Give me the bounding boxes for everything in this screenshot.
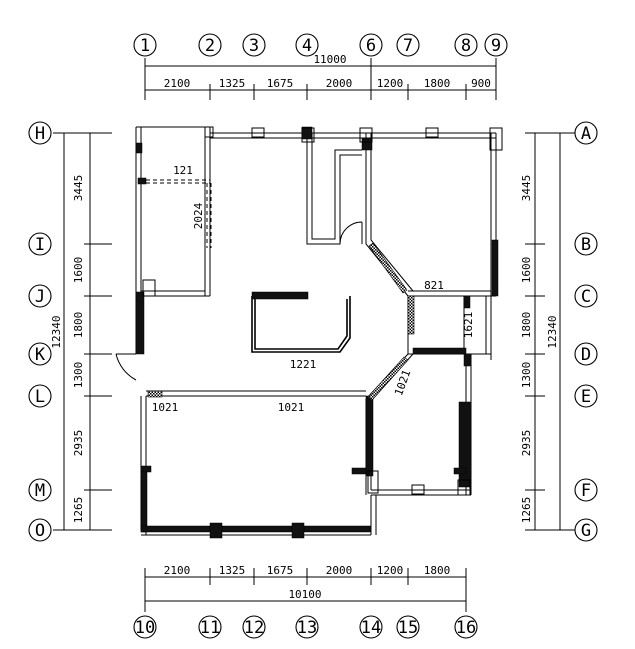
bottom-total-dimension: 10100 — [288, 588, 321, 601]
axis-bubble-label: B — [581, 235, 591, 255]
bottom-dim-label: 1200 — [377, 564, 404, 577]
opening-label: 2024 — [192, 202, 205, 229]
opening-label: 1021 — [278, 401, 305, 414]
right-dim-label: 1800 — [520, 312, 533, 339]
bottom-dim-label: 2100 — [164, 564, 191, 577]
door-swings — [115, 221, 363, 381]
axis-bubble-label: 10 — [135, 618, 155, 638]
opening-label: 121 — [173, 164, 193, 177]
window-markers — [142, 126, 503, 496]
left-dim-label: 1800 — [72, 312, 85, 339]
axis-bubble-label: L — [35, 387, 45, 407]
opening-label: 1221 — [290, 358, 317, 371]
left-dim-label: 1600 — [72, 257, 85, 284]
dashed-openings — [146, 179, 366, 397]
axis-bubble-label: H — [35, 124, 45, 144]
top-dimension-chain: 11000 2100 1325 1675 2000 1200 1800 900 — [144, 53, 497, 100]
bottom-axis-ticks — [144, 568, 467, 612]
axis-bubble-label: 1 — [140, 36, 150, 56]
hatched-walls — [147, 242, 415, 401]
right-axis-bubbles: A B C D E F G — [574, 121, 598, 542]
bottom-dim-label: 2000 — [326, 564, 353, 577]
axis-bubble-label: 4 — [302, 36, 312, 56]
right-dim-label: 1300 — [520, 362, 533, 389]
axis-bubble-label: 6 — [366, 36, 376, 56]
top-axis-bubbles: 1 2 3 4 6 7 8 9 — [133, 33, 508, 57]
right-dim-label: 3445 — [520, 175, 533, 202]
top-total-dimension: 11000 — [313, 53, 346, 66]
bottom-dimension-chain: 2100 1325 1675 2000 1200 1800 10100 — [144, 564, 467, 612]
top-axis-ticks — [144, 58, 497, 100]
axis-bubble-label: 8 — [461, 36, 471, 56]
right-dim-label: 1265 — [520, 497, 533, 524]
axis-bubble-label: 2 — [205, 36, 215, 56]
axis-bubble-label: 14 — [361, 618, 381, 638]
axis-bubble-label: 9 — [491, 36, 501, 56]
wall-outline — [135, 126, 497, 536]
top-dim-label: 1200 — [377, 77, 404, 90]
top-dim-label: 2000 — [326, 77, 353, 90]
left-total-dimension: 12340 — [50, 315, 63, 348]
axis-bubble-label: C — [581, 287, 591, 307]
room-labels: 121 2024 1221 821 1621 1021 1021 1021 — [152, 164, 475, 414]
bottom-dim-label: 1325 — [219, 564, 246, 577]
axis-bubble-label: J — [35, 287, 45, 307]
right-dimension-chain: 3445 1600 1800 1300 2935 1265 12340 — [520, 132, 575, 531]
left-dim-label: 3445 — [72, 175, 85, 202]
axis-bubble-label: 13 — [297, 618, 317, 638]
opening-label: 821 — [424, 279, 444, 292]
axis-bubble-label: 15 — [398, 618, 418, 638]
top-dim-label: 1675 — [267, 77, 294, 90]
left-axis-ticks — [53, 132, 112, 531]
left-dim-label: 1300 — [72, 362, 85, 389]
axis-bubble-label: 12 — [244, 618, 264, 638]
right-axis-ticks — [525, 132, 575, 531]
axis-bubble-label: M — [35, 481, 45, 501]
left-axis-bubbles: H I J K L M O — [28, 121, 52, 542]
axis-bubble-label: 3 — [249, 36, 259, 56]
right-dim-label: 2935 — [520, 430, 533, 457]
top-dim-label: 1800 — [424, 77, 451, 90]
axis-bubble-label: 16 — [456, 618, 476, 638]
axis-bubble-label: D — [581, 345, 591, 365]
right-dim-label: 1600 — [520, 257, 533, 284]
axis-bubble-label: E — [581, 387, 591, 407]
bottom-dim-label: 1675 — [267, 564, 294, 577]
bottom-dim-label: 1800 — [424, 564, 451, 577]
axis-bubble-label: K — [35, 345, 46, 365]
right-total-dimension: 12340 — [546, 315, 559, 348]
kitchen-island — [251, 291, 351, 353]
bottom-axis-bubbles: 10 11 12 13 14 15 16 — [133, 615, 478, 639]
axis-bubble-label: A — [581, 124, 591, 144]
top-dim-label: 1325 — [219, 77, 246, 90]
left-dim-label: 1265 — [72, 497, 85, 524]
opening-label: 1621 — [462, 312, 475, 339]
axis-bubble-label: F — [581, 481, 591, 501]
axis-bubble-label: I — [35, 235, 45, 255]
top-dim-label: 2100 — [164, 77, 191, 90]
axis-bubble-label: 7 — [403, 36, 413, 56]
axis-bubble-label: 11 — [200, 618, 220, 638]
opening-label: 1021 — [152, 401, 179, 414]
structural-columns — [135, 126, 499, 539]
left-dimension-chain: 3445 1600 1800 1300 2935 1265 12340 — [50, 132, 112, 531]
top-dim-label: 900 — [471, 77, 491, 90]
axis-bubble-label: G — [581, 521, 591, 541]
axis-bubble-label: O — [35, 521, 45, 541]
left-dim-label: 2935 — [72, 430, 85, 457]
